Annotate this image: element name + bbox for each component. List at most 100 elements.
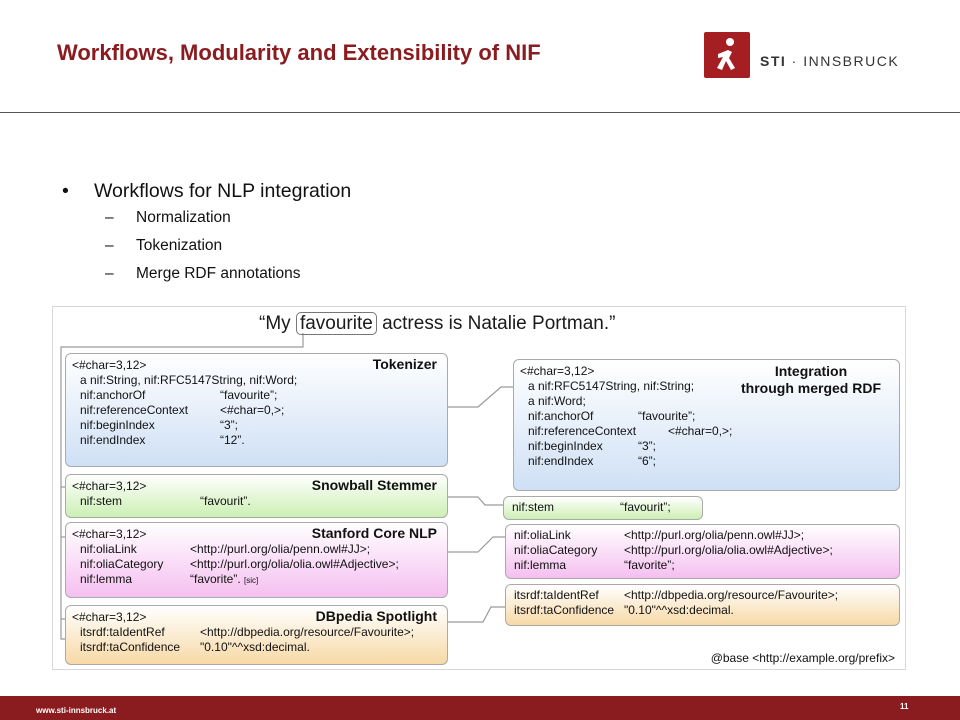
rdf-row: nif:oliaCategory <http://purl.org/olia/ol… [72,557,441,572]
box-id: <#char=3,12> [520,364,595,378]
rdf-row: nif:anchorOf“favourite”; [72,388,441,403]
rdf-row: nif:beginIndex “3”; [520,439,893,454]
footer-url: www.sti-innsbruck.at [36,706,117,715]
rdf-row: nif:beginIndex “3”; [72,418,441,433]
rdf-key: nif:beginIndex [80,418,155,432]
bullet-dash: – [105,265,114,282]
bullet-dash: – [105,209,114,226]
box-title: Tokenizer [372,356,437,372]
box-id: <#char=3,12> [72,479,147,493]
rdf-row: a nif:Word; [520,394,893,409]
rdf-key: nif:stem [80,494,123,508]
rdf-key: itsrdf:taConfidence [80,640,181,654]
bullet-sub-item: – Normalization [62,204,351,232]
rdf-key: nif:oliaLink [80,542,137,556]
box-header: <#char=3,12> Stanford Core NLP [72,525,441,542]
rdf-row: itsrdf:taConfidence"0.10"^^xsd:decimal. [512,603,893,618]
sentence-pre: “My [259,313,296,334]
rdf-row: nif:referenceContext <#char=0,>; [520,424,893,439]
rdf-value: “favourite”; [220,388,278,402]
rdf-row: nif:lemma “favorite”; [512,558,893,573]
rdf-value: “6”; [638,454,656,468]
base-prefix: @base <http://example.org/prefix> [710,651,895,665]
rdf-value: <http://purl.org/olia/olia.owl#Adjective… [190,557,399,571]
bullet-dash: – [105,237,114,254]
rdf-row: nif:stem “favourit”. [72,494,441,509]
title-divider [0,112,960,113]
rdf-key: itsrdf:taIdentRef [514,588,599,602]
merged-dbpedia-box: itsrdf:taIdentRef <http://dbpedia.org/res… [505,584,900,626]
bullet-list: • Workflows for NLP integration – Normal… [62,178,351,288]
rdf-key: nif:oliaCategory [80,557,164,571]
rdf-key: nif:oliaCategory [514,543,598,557]
rdf-value: “favourit”. [200,494,251,508]
rdf-key: nif:beginIndex [528,439,603,453]
rdf-row: itsrdf:taConfidence "0.10"^^xsd:decimal. [72,640,441,655]
bullet-sub-text: Merge RDF annotations [136,265,301,282]
rdf-key: nif:anchorOf [528,409,594,423]
box-title: DBpedia Spotlight [315,608,437,624]
rdf-row: a nif:RFC5147String, nif:String; [520,379,893,394]
page-number: 11 [900,702,909,711]
box-header: <#char=3,12> DBpedia Spotlight [72,608,441,625]
slide-title: Workflows, Modularity and Extensibility … [57,40,541,65]
rdf-value: <#char=0,>; [668,424,733,438]
sti-logo-icon [704,32,750,78]
box-id: <#char=3,12> [72,527,147,541]
connector-lines [60,333,515,640]
rdf-value: “favourite”; [638,409,696,423]
rdf-key: itsrdf:taIdentRef [80,625,165,639]
rdf-key: nif:lemma [80,572,133,586]
rdf-value: <#char=0,>; [220,403,285,417]
rdf-value: “3”; [638,439,656,453]
footer-bar [0,696,960,720]
rdf-row: nif:endIndex“6”; [520,454,893,469]
rdf-key: nif:endIndex [80,433,146,447]
rdf-row: nif:stem “favourit”; [510,500,696,515]
rdf-value: <http://purl.org/olia/olia.owl#Adjective… [624,543,833,557]
merged-olia-box: nif:oliaLink <http://purl.org/olia/penn.o… [505,524,900,579]
rdf-key: itsrdf:taConfidence [514,603,615,617]
rdf-value: "0.10"^^xsd:decimal. [200,640,310,654]
logo-brand: STI [760,53,787,69]
rdf-key: nif:lemma [514,558,567,572]
rdf-key: a nif:String, nif:RFC5147String, nif:Wor… [80,373,298,387]
rdf-value: “favorite”; [624,558,675,572]
box-header: <#char=3,12> Snowball Stemmer [72,477,441,494]
rdf-key: a nif:RFC5147String, nif:String; [528,379,695,393]
rdf-row: nif:oliaLink <http://purl.org/olia/penn.o… [72,542,441,557]
rdf-value: <http://dbpedia.org/resource/Favourite>; [200,625,415,639]
rdf-key: nif:referenceContext [528,424,637,438]
rdf-key: nif:oliaLink [514,528,571,542]
rdf-row: nif:anchorOf “favourite”; [520,409,893,424]
rdf-row: nif:oliaCategory <http://purl.org/olia/ol… [512,543,893,558]
rdf-value: “favourit”; [620,500,671,514]
lemma-value: “favorite”. [190,572,241,586]
rdf-row: itsrdf:taIdentRef <http://dbpedia.org/res… [512,588,893,603]
rdf-row: nif:endIndex“12”. [72,433,441,448]
rdf-value: “3”; [220,418,238,432]
dbpedia-box: <#char=3,12> DBpedia Spotlight itsrdf:ta… [65,605,448,665]
rdf-key: nif:referenceContext [80,403,189,417]
sentence-highlight: favourite [295,312,377,335]
rdf-key: nif:stem [512,500,555,514]
logo-wordmark: STI · INNSBRUCK [760,53,899,69]
logo-separator: · [786,53,804,69]
stemmer-box: <#char=3,12> Snowball Stemmer nif:stem “f… [65,474,448,518]
bullet-sub-text: Normalization [136,209,231,226]
rdf-value: <http://purl.org/olia/penn.owl#JJ>; [190,542,371,556]
rdf-key: a nif:Word; [528,394,586,408]
stanford-box: <#char=3,12> Stanford Core NLP nif:oliaL… [65,522,448,598]
tokenizer-box: <#char=3,12> Tokenizer a nif:String, nif… [65,353,448,467]
rdf-value: <http://dbpedia.org/resource/Favourite>; [624,588,839,602]
rdf-value: <http://purl.org/olia/penn.owl#JJ>; [624,528,805,542]
bullet-dot: • [62,180,69,202]
box-header: <#char=3,12> Tokenizer [72,356,441,373]
sentence-post: actress is Natalie Portman.” [376,313,616,334]
bullet-sub-item: – Merge RDF annotations [62,260,351,288]
sic-note: [sic] [244,576,259,585]
box-title-line: through merged RDF [741,380,881,396]
